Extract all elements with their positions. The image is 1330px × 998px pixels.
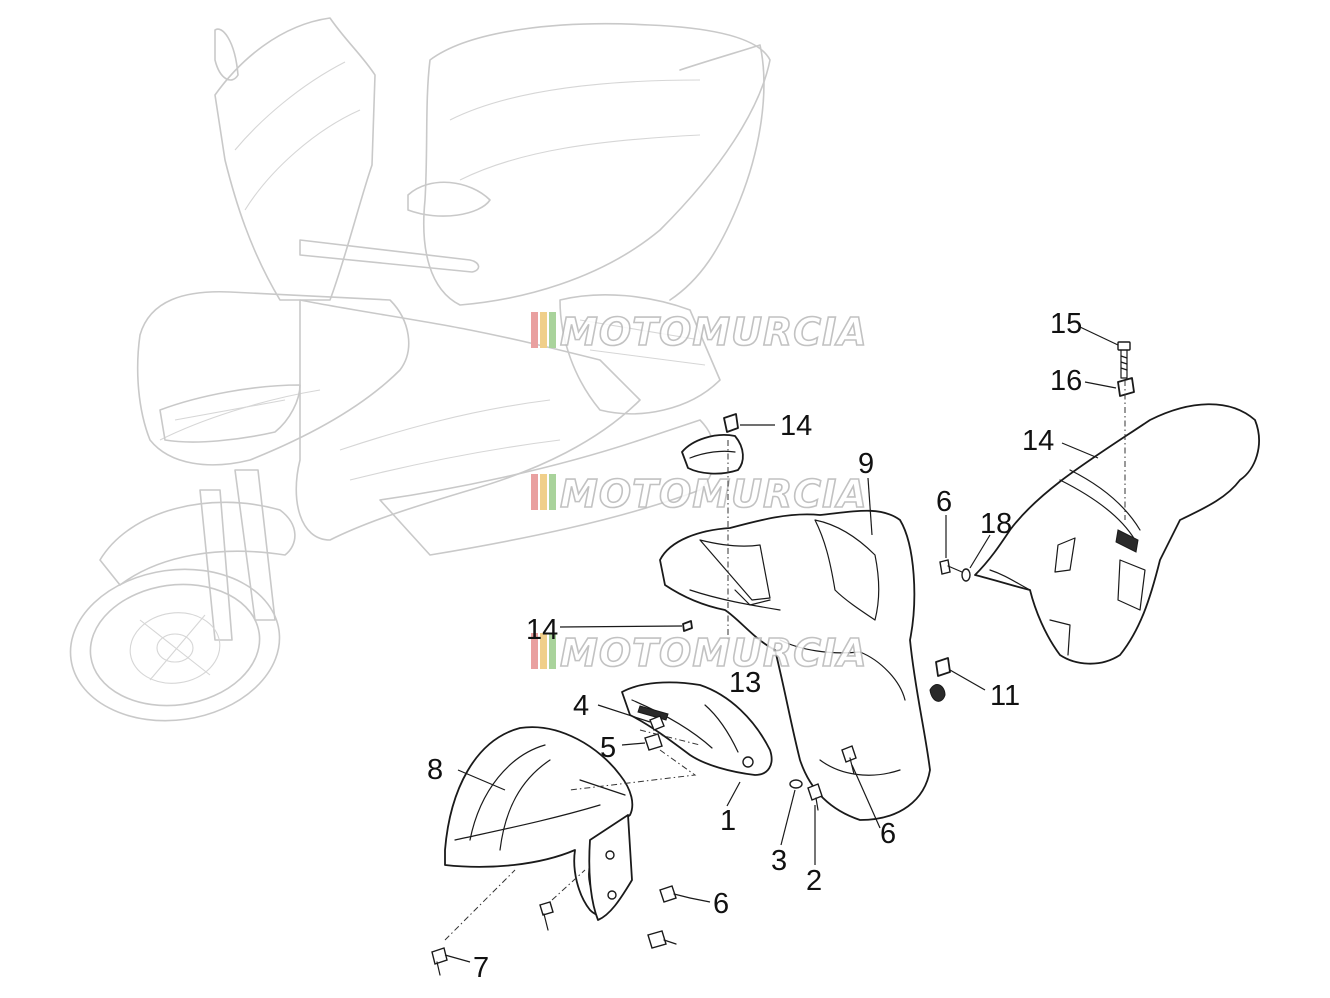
clip-14-lower — [682, 620, 693, 632]
screw-6-front-b — [647, 930, 677, 949]
watermark-stripe — [540, 474, 547, 510]
leader-16 — [1079, 326, 1119, 346]
leader-9 — [867, 477, 873, 536]
callout-3: 3 — [771, 845, 787, 877]
callout-6-front: 6 — [713, 888, 729, 920]
watermark-text: MOTOMURCIA — [560, 631, 868, 675]
clip-11 — [935, 657, 951, 677]
watermark-stripe — [540, 312, 547, 348]
leader-6-shield — [851, 764, 881, 829]
screw-2 — [807, 783, 823, 811]
washer-3 — [789, 779, 803, 789]
callout-14-top: 14 — [780, 410, 812, 442]
callout-6-shield: 6 — [880, 818, 896, 850]
callout-9: 9 — [858, 448, 874, 480]
callout-1: 1 — [720, 805, 736, 837]
watermark-stripe — [540, 633, 547, 669]
nut-4 — [649, 715, 665, 731]
clip-14-upper — [723, 413, 739, 433]
watermark-text: MOTOMURCIA — [560, 310, 868, 354]
leader-11 — [949, 669, 986, 691]
callout-11: 11 — [990, 680, 1020, 712]
leader-18 — [969, 534, 991, 569]
leader-14-lower — [559, 625, 683, 628]
nut-5 — [644, 733, 663, 751]
leader-1 — [726, 781, 741, 807]
callout-17: 16 — [1050, 365, 1082, 397]
callout-labels: 14 9 15 16 14 6 18 14 13 11 4 5 8 1 6 3 … — [427, 308, 1082, 984]
callout-14-lower: 14 — [526, 614, 558, 646]
leader-5 — [621, 742, 646, 746]
callout-18: 18 — [980, 508, 1012, 540]
leader-17 — [1084, 381, 1117, 389]
watermark-middle: MOTOMURCIA — [531, 471, 868, 517]
part-15-rear-hugger — [974, 403, 1260, 665]
callout-15: 14 — [1022, 425, 1054, 457]
callout-16: 15 — [1050, 308, 1082, 340]
screw-6-rear — [939, 559, 963, 575]
part-9-inner-shield — [659, 509, 946, 821]
leader-lines — [444, 326, 1119, 963]
assembly-lines — [444, 380, 1126, 941]
callout-6-rear: 6 — [936, 486, 952, 518]
watermark-stripe — [531, 474, 538, 510]
callout-5: 5 — [600, 732, 616, 764]
leader-8 — [457, 769, 506, 791]
callout-4: 4 — [573, 690, 589, 722]
watermark-bottom: MOTOMURCIA — [531, 630, 868, 676]
bolt-16 — [1117, 341, 1131, 379]
watermark-stripe — [531, 312, 538, 348]
leader-7 — [444, 954, 471, 963]
callout-7: 7 — [473, 952, 489, 984]
watermark-top: MOTOMURCIA — [531, 309, 868, 355]
watermark-stripe — [531, 633, 538, 669]
leader-3 — [780, 789, 796, 846]
callout-13: 13 — [729, 667, 761, 699]
callout-8: 8 — [427, 754, 443, 786]
leader-4 — [597, 704, 651, 723]
clip-17 — [1117, 377, 1135, 397]
callout-2: 2 — [806, 865, 822, 897]
leader-15 — [1061, 442, 1099, 459]
watermark-stripe — [549, 312, 556, 348]
part-13-bracket-top — [681, 434, 744, 475]
watermark-stripe — [549, 474, 556, 510]
part-8-front-mudguard — [444, 726, 634, 921]
leader-6-front — [689, 897, 711, 903]
screw-7-b — [431, 947, 448, 976]
washer-18 — [961, 568, 971, 582]
part-1-mudguard-inner — [621, 681, 773, 776]
screw-6-front-a — [659, 885, 691, 903]
watermark-text: MOTOMURCIA — [560, 472, 868, 516]
watermark-stripe — [549, 633, 556, 669]
screw-7-a — [539, 901, 554, 931]
